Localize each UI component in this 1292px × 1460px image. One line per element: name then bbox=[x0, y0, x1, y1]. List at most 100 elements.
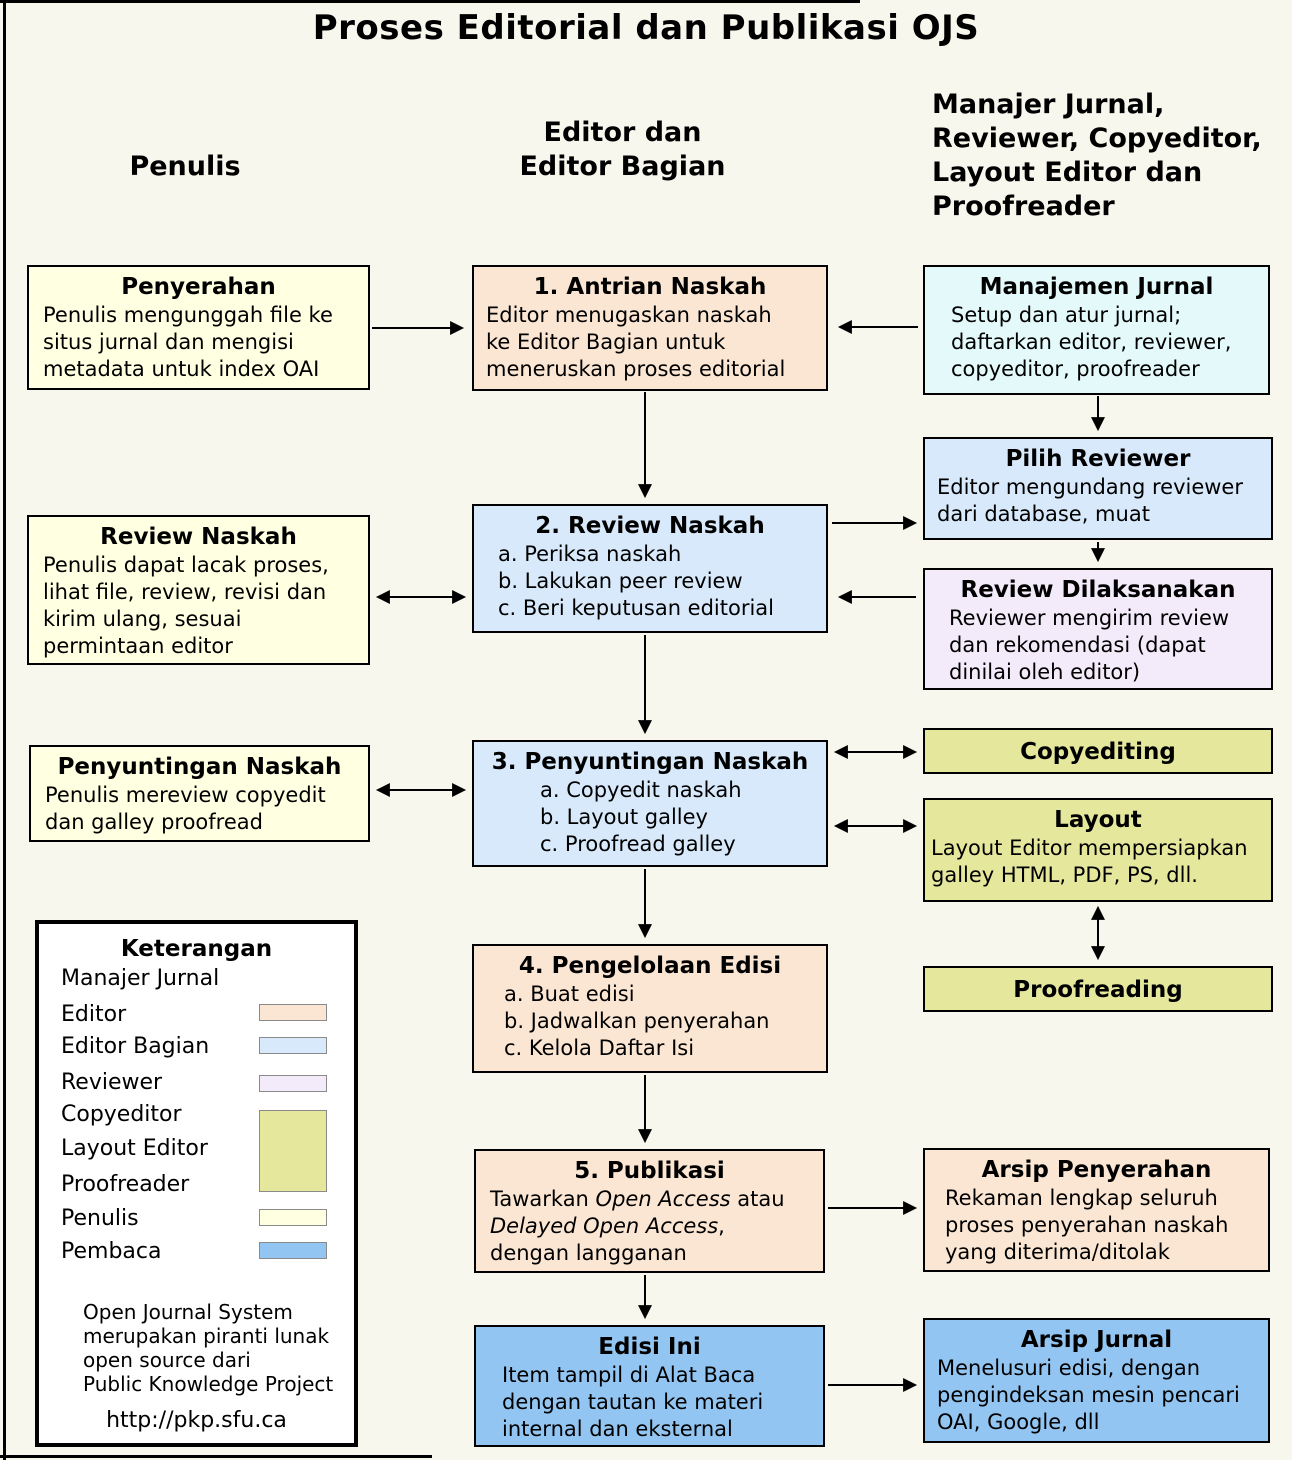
box-edisi-ini-line: internal dan eksternal bbox=[502, 1417, 733, 1441]
legend-note-line: Open Journal System bbox=[83, 1300, 293, 1324]
column-header-editor-line1: Editor dan bbox=[543, 117, 702, 148]
box-penyerahan-line: situs jurnal dan mengisi bbox=[43, 330, 294, 354]
box-arsip-penyerahan: Arsip Penyerahan Rekaman lengkap seluruh… bbox=[923, 1148, 1270, 1272]
publikasi-text: atau bbox=[730, 1187, 785, 1211]
box-review-naskah-penulis-title: Review Naskah bbox=[100, 524, 297, 550]
box-edisi-ini-line: Item tampil di Alat Baca bbox=[502, 1363, 756, 1387]
box-copyediting-title: Copyediting bbox=[1020, 739, 1176, 765]
column-header-manajer-line2: Reviewer, Copyeditor, bbox=[932, 123, 1262, 154]
legend-swatch-editor-bagian bbox=[259, 1037, 327, 1054]
publikasi-text: , bbox=[718, 1214, 725, 1238]
box-review-naskah-editor-line: a. Periksa naskah bbox=[498, 542, 682, 566]
box-penyuntingan-naskah-penulis-title: Penyuntingan Naskah bbox=[57, 754, 342, 780]
box-layout-line: Layout Editor mempersiapkan bbox=[931, 836, 1248, 860]
box-pilih-reviewer-title: Pilih Reviewer bbox=[1005, 446, 1191, 472]
box-pilih-reviewer-line: Editor mengundang reviewer bbox=[937, 475, 1243, 499]
box-manajemen-jurnal: Manajemen Jurnal Setup dan atur jurnal; … bbox=[923, 265, 1270, 395]
box-manajemen-jurnal-line: copyeditor, proofreader bbox=[951, 357, 1200, 381]
box-review-naskah-editor: 2. Review Naskah a. Periksa naskah b. La… bbox=[472, 504, 828, 633]
box-pengelolaan-edisi-line: b. Jadwalkan penyerahan bbox=[504, 1009, 770, 1033]
box-antrian-naskah-title: 1. Antrian Naskah bbox=[533, 274, 767, 300]
box-antrian-naskah-line: meneruskan proses editorial bbox=[486, 357, 786, 381]
box-review-naskah-penulis-line: lihat file, review, revisi dan bbox=[43, 580, 327, 604]
box-publikasi-line: Delayed Open Access, bbox=[476, 1213, 823, 1240]
box-publikasi: 5. Publikasi Tawarkan Open Access atau D… bbox=[474, 1149, 825, 1273]
box-penyuntingan-naskah-penulis-line: dan galley proofread bbox=[45, 810, 263, 834]
legend-label-proofreader: Proofreader bbox=[61, 1172, 190, 1197]
legend-swatch-penulis bbox=[259, 1209, 327, 1226]
box-pengelolaan-edisi-line: c. Kelola Daftar Isi bbox=[504, 1036, 695, 1060]
legend-label-layout-editor: Layout Editor bbox=[61, 1136, 208, 1161]
box-antrian-naskah-line: ke Editor Bagian untuk bbox=[486, 330, 726, 354]
box-arsip-jurnal-title: Arsip Jurnal bbox=[1020, 1327, 1173, 1353]
box-penyuntingan-naskah-editor-title: 3. Penyuntingan Naskah bbox=[491, 749, 809, 775]
box-arsip-jurnal: Arsip Jurnal Menelusuri edisi, dengan pe… bbox=[923, 1318, 1270, 1443]
box-proofreading-title: Proofreading bbox=[1013, 977, 1183, 1003]
box-pilih-reviewer-line: dari database, muat bbox=[937, 502, 1150, 526]
box-publikasi-title: 5. Publikasi bbox=[574, 1158, 725, 1184]
frame-bottom-border bbox=[0, 1455, 432, 1458]
box-penyuntingan-naskah-penulis-line: Penulis mereview copyedit bbox=[45, 783, 326, 807]
legend-label-editor: Editor bbox=[61, 1002, 127, 1027]
legend-title: Keterangan bbox=[120, 936, 273, 962]
column-header-manajer: Manajer Jurnal, Reviewer, Copyeditor, La… bbox=[932, 88, 1262, 224]
box-arsip-jurnal-line: Menelusuri edisi, dengan bbox=[937, 1356, 1201, 1380]
legend-label-copyeditor: Copyeditor bbox=[61, 1102, 182, 1127]
box-penyuntingan-naskah-penulis: Penyuntingan Naskah Penulis mereview cop… bbox=[29, 745, 370, 842]
box-arsip-penyerahan-title: Arsip Penyerahan bbox=[981, 1157, 1212, 1183]
column-header-manajer-line1: Manajer Jurnal, bbox=[932, 89, 1165, 120]
box-layout-line: galley HTML, PDF, PS, dll. bbox=[931, 863, 1198, 887]
box-review-dilaksanakan-title: Review Dilaksanakan bbox=[960, 577, 1236, 603]
box-edisi-ini-line: dengan tautan ke materi bbox=[502, 1390, 764, 1414]
box-review-dilaksanakan-line: dan rekomendasi (dapat bbox=[949, 633, 1206, 657]
box-penyerahan-title: Penyerahan bbox=[121, 274, 276, 300]
box-arsip-penyerahan-line: proses penyerahan naskah bbox=[945, 1213, 1229, 1237]
box-arsip-jurnal-line: OAI, Google, dll bbox=[937, 1410, 1100, 1434]
box-review-naskah-editor-line: c. Beri keputusan editorial bbox=[498, 596, 775, 620]
column-header-manajer-line3: Layout Editor dan bbox=[932, 157, 1203, 188]
box-arsip-penyerahan-line: Rekaman lengkap seluruh bbox=[945, 1186, 1218, 1210]
box-review-naskah-penulis-line: Penulis dapat lacak proses, bbox=[43, 553, 329, 577]
box-publikasi-line: dengan langganan bbox=[490, 1241, 687, 1265]
legend-note-line: merupakan piranti lunak bbox=[83, 1324, 330, 1348]
legend-label-editor-bagian: Editor Bagian bbox=[61, 1034, 210, 1059]
box-copyediting: Copyediting bbox=[923, 728, 1273, 774]
box-layout-title: Layout bbox=[1054, 807, 1142, 833]
publikasi-text: Tawarkan bbox=[490, 1187, 596, 1211]
box-review-dilaksanakan-line: dinilai oleh editor) bbox=[949, 660, 1141, 684]
box-pengelolaan-edisi-title: 4. Pengelolaan Edisi bbox=[518, 953, 782, 979]
box-layout: Layout Layout Editor mempersiapkan galle… bbox=[923, 798, 1273, 902]
legend-label-manajer-jurnal: Manajer Jurnal bbox=[61, 966, 220, 991]
box-manajemen-jurnal-title: Manajemen Jurnal bbox=[979, 274, 1214, 300]
box-penyuntingan-naskah-editor-line: c. Proofread galley bbox=[540, 832, 736, 856]
box-proofreading: Proofreading bbox=[923, 966, 1273, 1012]
box-antrian-naskah: 1. Antrian Naskah Editor menugaskan nask… bbox=[472, 265, 828, 391]
box-antrian-naskah-line: Editor menugaskan naskah bbox=[486, 303, 772, 327]
box-arsip-penyerahan-line: yang diterima/ditolak bbox=[945, 1240, 1170, 1264]
publikasi-delayed-open-access-text: Delayed Open Access bbox=[490, 1214, 719, 1238]
box-pilih-reviewer: Pilih Reviewer Editor mengundang reviewe… bbox=[923, 437, 1273, 540]
legend-note-line: Public Knowledge Project bbox=[83, 1372, 334, 1396]
legend-pkp-url: http://pkp.sfu.ca bbox=[106, 1408, 287, 1433]
legend-swatch-reviewer bbox=[259, 1075, 327, 1092]
box-penyuntingan-naskah-editor-line: b. Layout galley bbox=[540, 805, 708, 829]
box-penyuntingan-naskah-editor-line: a. Copyedit naskah bbox=[540, 778, 742, 802]
box-review-naskah-penulis: Review Naskah Penulis dapat lacak proses… bbox=[27, 515, 370, 665]
legend-swatch-pembaca bbox=[259, 1242, 327, 1259]
column-header-manajer-line4: Proofreader bbox=[932, 191, 1115, 222]
legend-box: Keterangan Manajer Jurnal Editor Editor … bbox=[35, 920, 358, 1447]
box-pengelolaan-edisi: 4. Pengelolaan Edisi a. Buat edisi b. Ja… bbox=[472, 944, 828, 1073]
box-review-naskah-penulis-line: permintaan editor bbox=[43, 634, 233, 658]
box-manajemen-jurnal-line: daftarkan editor, reviewer, bbox=[951, 330, 1232, 354]
box-manajemen-jurnal-line: Setup dan atur jurnal; bbox=[951, 303, 1182, 327]
box-edisi-ini-title: Edisi Ini bbox=[598, 1334, 701, 1360]
legend-label-reviewer: Reviewer bbox=[61, 1070, 163, 1095]
box-edisi-ini: Edisi Ini Item tampil di Alat Baca denga… bbox=[474, 1325, 825, 1447]
box-review-naskah-penulis-line: kirim ulang, sesuai bbox=[43, 607, 242, 631]
box-penyerahan-line: metadata untuk index OAI bbox=[43, 357, 320, 381]
legend-note-line: open source dari bbox=[83, 1348, 251, 1372]
box-penyerahan: Penyerahan Penulis mengunggah file ke si… bbox=[27, 265, 370, 390]
box-review-dilaksanakan: Review Dilaksanakan Reviewer mengirim re… bbox=[923, 568, 1273, 690]
legend-swatch-editor bbox=[259, 1004, 327, 1021]
